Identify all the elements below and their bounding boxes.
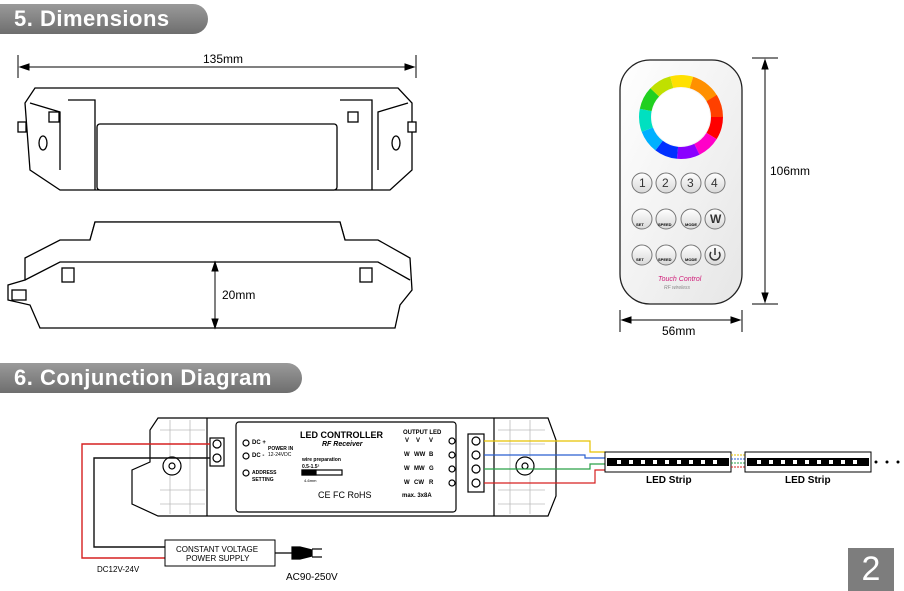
- remote-set-up-button: [631, 208, 653, 230]
- remote-set-down-label: SET: [636, 257, 644, 262]
- dc-plus-label: DC +: [252, 440, 266, 446]
- remote-set-up-label: SET: [636, 222, 644, 227]
- setting-label: SETTING: [252, 477, 274, 483]
- remote-mode-up-label: MODE: [685, 222, 697, 227]
- dc-minus-label: DC -: [252, 453, 265, 459]
- ac-plug-icon: [275, 546, 322, 560]
- led-strip-1: [604, 451, 732, 473]
- controller-top-view: [17, 87, 417, 191]
- dimension-remote-width-line: [619, 310, 743, 332]
- power-supply-box: [164, 539, 276, 567]
- remote-zone-3-button: [680, 172, 702, 194]
- diagram-controller: [131, 417, 557, 517]
- power-range-label: 12-24VDC: [268, 452, 292, 458]
- remote-w-button: [704, 208, 726, 230]
- max-current-label: max. 3x8A: [402, 493, 432, 499]
- out-r1-c3: B: [429, 452, 434, 458]
- remote-set-down-button: [631, 244, 653, 266]
- remote-control-drawing: [619, 59, 743, 305]
- dimension-remote-height-label: 106mm: [770, 164, 811, 178]
- power-wires: [81, 443, 210, 559]
- remote-speed-down-button: [655, 244, 677, 266]
- remote-mode-down-label: MODE: [685, 257, 697, 262]
- remote-w-label: W: [710, 212, 722, 226]
- out-r2-c1: W: [404, 466, 410, 472]
- color-wheel-icon: [639, 75, 723, 159]
- dimension-height-label: 20mm: [222, 288, 256, 302]
- ac-voltage-label: AC90-250V: [286, 572, 338, 583]
- out-r1-c1: W: [404, 452, 410, 458]
- remote-btn-3-label: 3: [687, 176, 694, 190]
- section-title-dimensions: 5. Dimensions: [0, 4, 208, 34]
- address-label: ADDRESS: [252, 470, 277, 476]
- dimension-length-label: 135mm: [203, 52, 244, 66]
- out-col-v3: V: [429, 438, 434, 444]
- power-supply-line2: POWER SUPPLY: [186, 554, 250, 563]
- remote-zone-4-button: [704, 172, 726, 194]
- remote-brand-label: Touch Control: [658, 276, 702, 283]
- dimension-height-line: [211, 260, 219, 330]
- remote-btn-2-label: 2: [662, 176, 669, 190]
- power-in-label: POWER IN: [268, 446, 294, 452]
- dimension-remote-width-label: 56mm: [662, 324, 696, 338]
- continuation-dots: [874, 460, 900, 464]
- out-r2-c2: MW: [414, 466, 425, 472]
- wire-gauge-label: 0.5-1.5²: [302, 464, 320, 470]
- remote-sub-label: RF wireless: [664, 285, 691, 291]
- controller-side-view: [7, 221, 413, 329]
- page-number-badge: 2: [848, 548, 894, 591]
- out-col-v1: V: [405, 438, 410, 444]
- led-strip-2: [744, 451, 872, 473]
- out-r3-c2: CW: [414, 480, 424, 486]
- remote-speed-down-label: SPEED: [658, 257, 672, 262]
- controller-title: LED CONTROLLER: [300, 430, 383, 440]
- remote-speed-up-label: SPEED: [658, 222, 672, 227]
- out-r3-c3: R: [429, 480, 434, 486]
- dimension-length-line: [17, 55, 417, 78]
- dimension-remote-height-line: [752, 57, 778, 305]
- remote-mode-down-button: [680, 244, 702, 266]
- out-col-v2: V: [416, 438, 421, 444]
- wire-length-label: 4-6mm: [304, 478, 317, 483]
- remote-speed-up-button: [655, 208, 677, 230]
- remote-btn-4-label: 4: [711, 176, 718, 190]
- out-r2-c3: G: [429, 466, 434, 472]
- remote-zone-1-button: [631, 172, 653, 194]
- led-strip-1-label: LED Strip: [646, 475, 692, 486]
- led-strip-2-label: LED Strip: [785, 475, 831, 486]
- remote-mode-up-button: [680, 208, 702, 230]
- remote-zone-2-button: [655, 172, 677, 194]
- output-wires: [484, 440, 605, 484]
- section-title-conjunction: 6. Conjunction Diagram: [0, 363, 302, 393]
- power-supply-line1: CONSTANT VOLTAGE: [176, 545, 259, 554]
- strip-link-wires: [731, 454, 745, 468]
- wire-prep-label: wire preparation: [302, 457, 341, 463]
- dc-voltage-label: DC12V-24V: [97, 565, 140, 574]
- out-r1-c2: WW: [414, 452, 426, 458]
- output-led-label: OUTPUT LED: [403, 430, 442, 436]
- certifications-label: CE FC RoHS: [318, 490, 372, 500]
- power-icon: [709, 248, 721, 261]
- remote-btn-1-label: 1: [639, 176, 646, 190]
- controller-subtitle: RF Receiver: [322, 441, 363, 448]
- out-r3-c1: W: [404, 480, 410, 486]
